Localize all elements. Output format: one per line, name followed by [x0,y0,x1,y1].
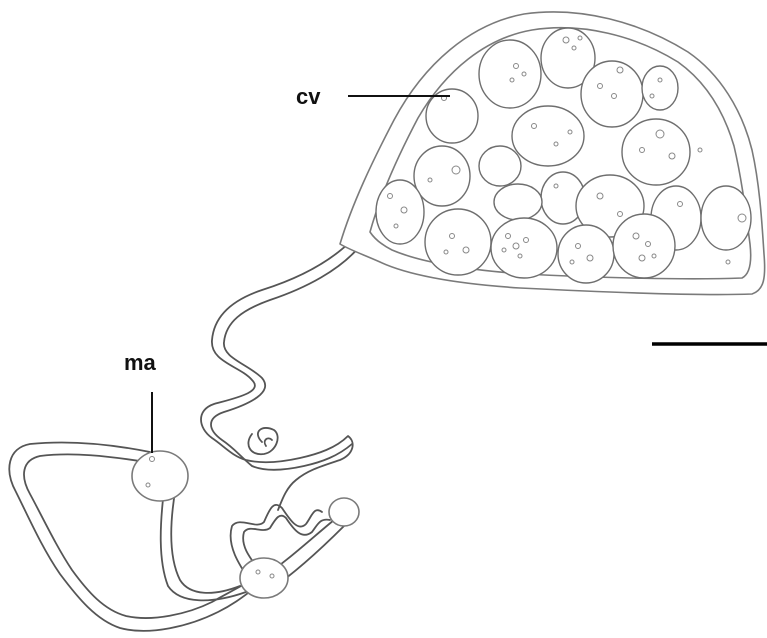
basal-loop [9,442,252,630]
ma-label: ma [124,350,157,375]
stalk-inner-line [211,246,360,470]
cv-label: cv [296,84,321,109]
ma-swelling [132,451,188,501]
loop-outer [9,442,252,630]
stalk [201,240,360,510]
terminal-knob [329,498,359,526]
stalk-curl [248,428,277,454]
lower-swelling [240,558,288,598]
